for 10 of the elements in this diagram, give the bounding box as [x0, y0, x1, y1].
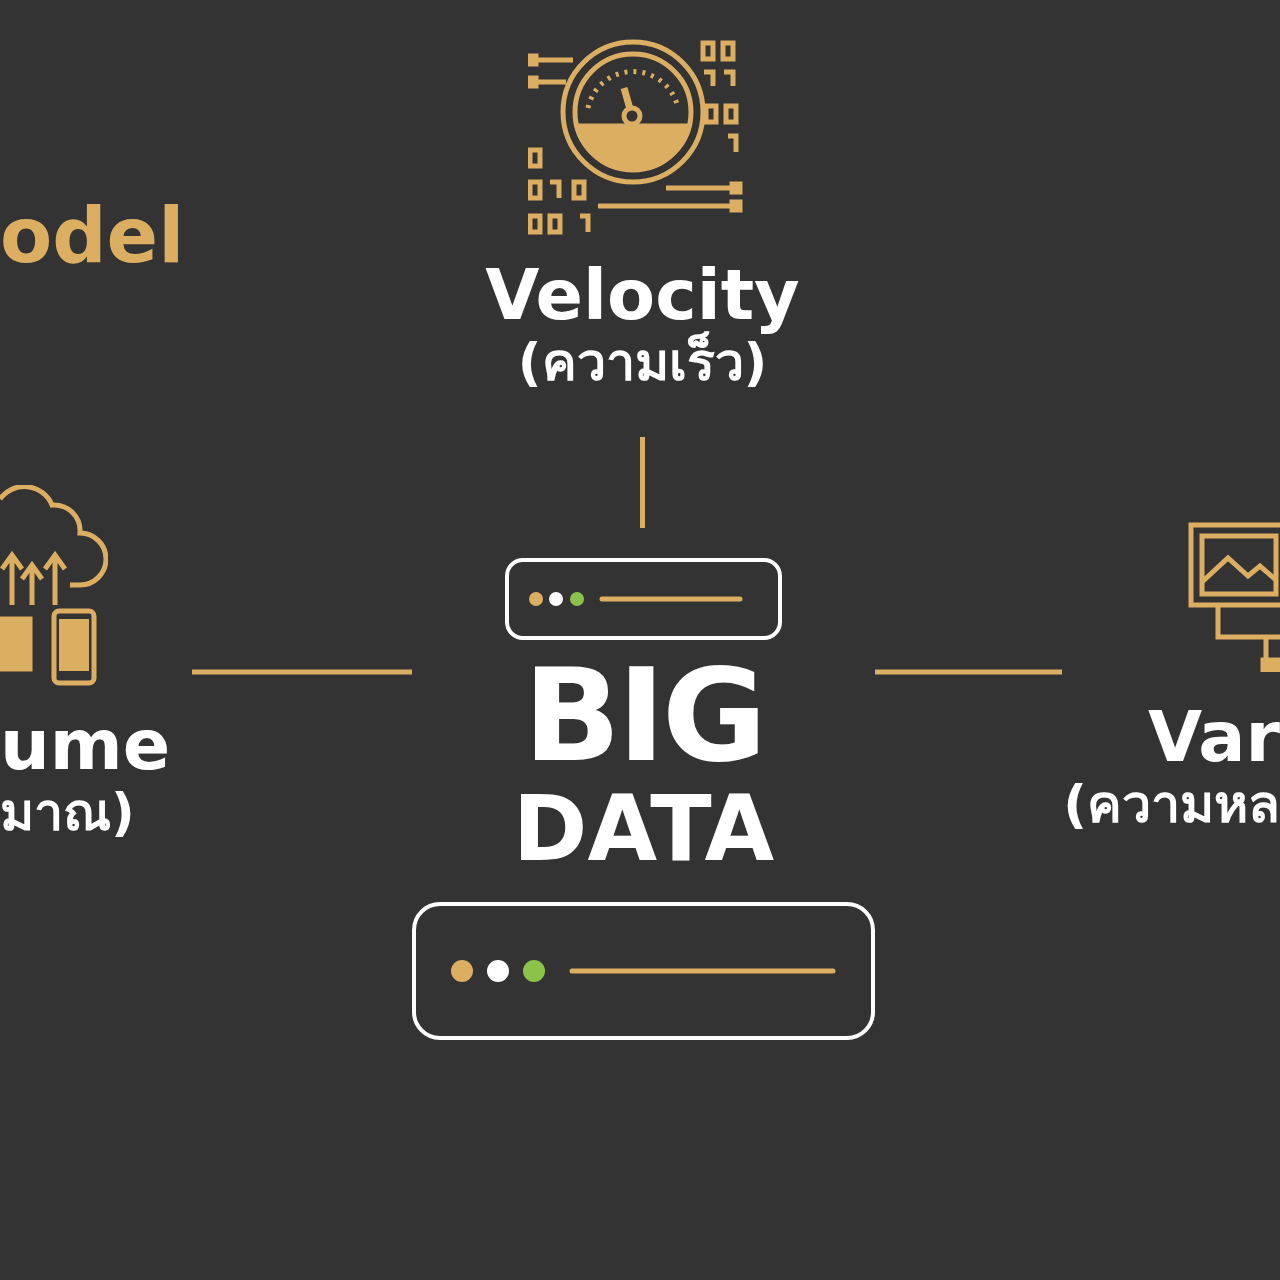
connector-line: [875, 669, 1062, 675]
node-subtitle: (ความหล: [1063, 773, 1280, 836]
node-title: ume: [0, 710, 171, 780]
connector-line: [192, 669, 412, 675]
connector-line: [640, 437, 645, 528]
node-subtitle: มาณ): [0, 781, 135, 844]
center-title: DATA: [512, 784, 775, 874]
center-title: BIG: [523, 652, 764, 780]
node-title: Var: [1147, 702, 1280, 772]
heading-fragment: odel: [0, 198, 185, 274]
